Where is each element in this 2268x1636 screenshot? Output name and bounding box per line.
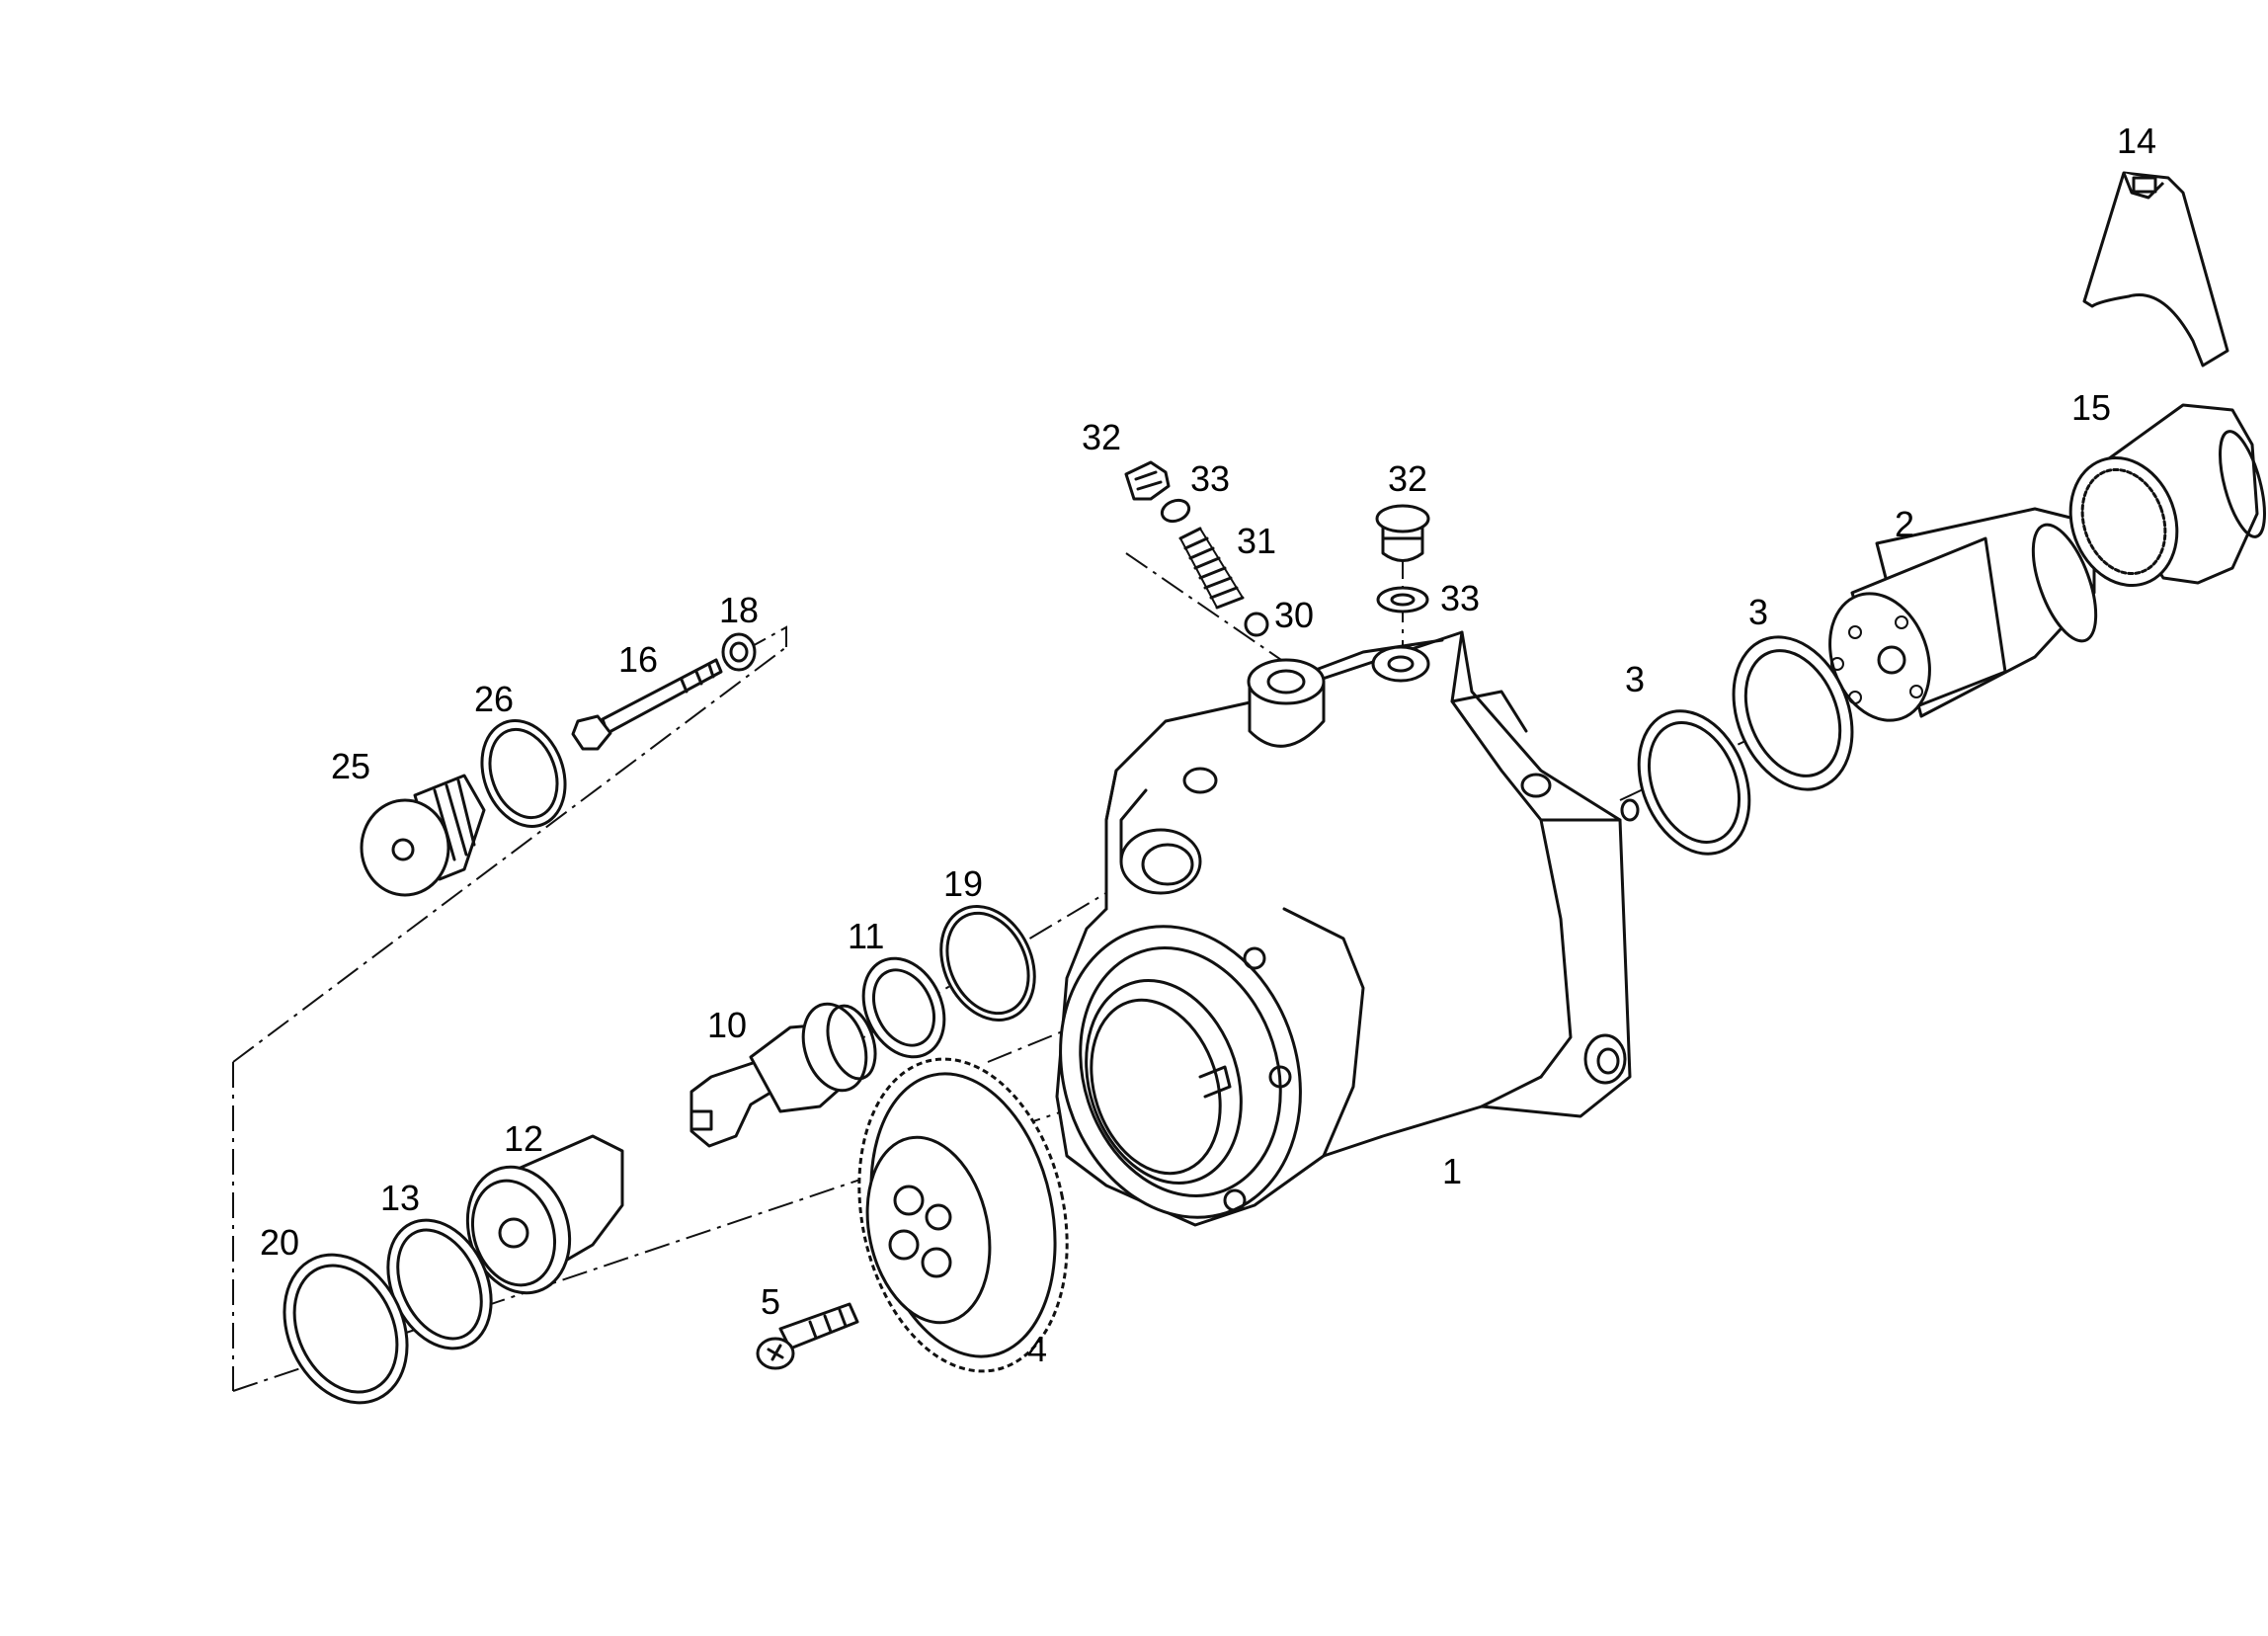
ring-part-11 [861,956,946,1059]
washer-part-33b [1376,586,1429,614]
plug-part-25 [360,774,486,897]
callout-4: 4 [1027,1329,1047,1369]
callout-10: 10 [707,1005,747,1045]
callout-19: 19 [943,863,983,904]
callout-32a: 32 [1082,417,1121,457]
pump-housing-part-1 [1055,630,1640,1227]
callout-15: 15 [2071,387,2111,428]
callout-13: 13 [380,1178,420,1218]
callout-12: 12 [504,1118,543,1159]
callout-30: 30 [1274,595,1314,635]
callout-32b: 32 [1388,458,1427,499]
callout-20: 20 [260,1222,299,1263]
fork-part-14 [2082,171,2229,368]
shaft-part-10 [689,1002,877,1148]
screw-part-5 [756,1302,859,1370]
sleeve-part-15 [2068,403,2266,588]
ring-part-20 [283,1253,409,1405]
washer-part-18 [721,632,757,672]
callout-11: 11 [848,916,884,956]
callout-31: 31 [1237,521,1276,561]
o-ring-part-3a [1637,709,1751,856]
callout-16: 16 [618,639,658,680]
callout-33a: 33 [1190,458,1230,499]
callout-3b: 3 [1748,592,1768,632]
plug-part-32a [1124,460,1171,501]
callout-14: 14 [2117,121,2156,161]
washer-part-33a [1160,498,1191,524]
plug-part-32b [1375,504,1430,562]
callout-labels: 1 2 3 3 4 5 10 11 12 13 14 15 16 18 19 2… [260,121,2156,1369]
callout-26: 26 [474,679,514,719]
o-ring-part-3b [1732,635,1854,791]
callout-18: 18 [719,590,759,630]
callout-33b: 33 [1440,578,1480,618]
bushing-part-12 [465,1134,624,1295]
spring-part-31 [1178,527,1245,610]
ball-part-30 [1244,612,1269,637]
bolt-part-16 [571,658,723,751]
callout-25: 25 [331,746,370,786]
callout-1: 1 [1442,1151,1462,1191]
ring-part-13 [386,1218,493,1350]
callout-2: 2 [1895,504,1914,544]
gear-part-4 [857,1057,1069,1373]
ring-part-19 [939,905,1036,1022]
seal-part-26 [480,719,567,828]
hub-part-2 [1828,507,2098,722]
callout-5: 5 [761,1281,780,1322]
callout-3a: 3 [1625,659,1645,699]
